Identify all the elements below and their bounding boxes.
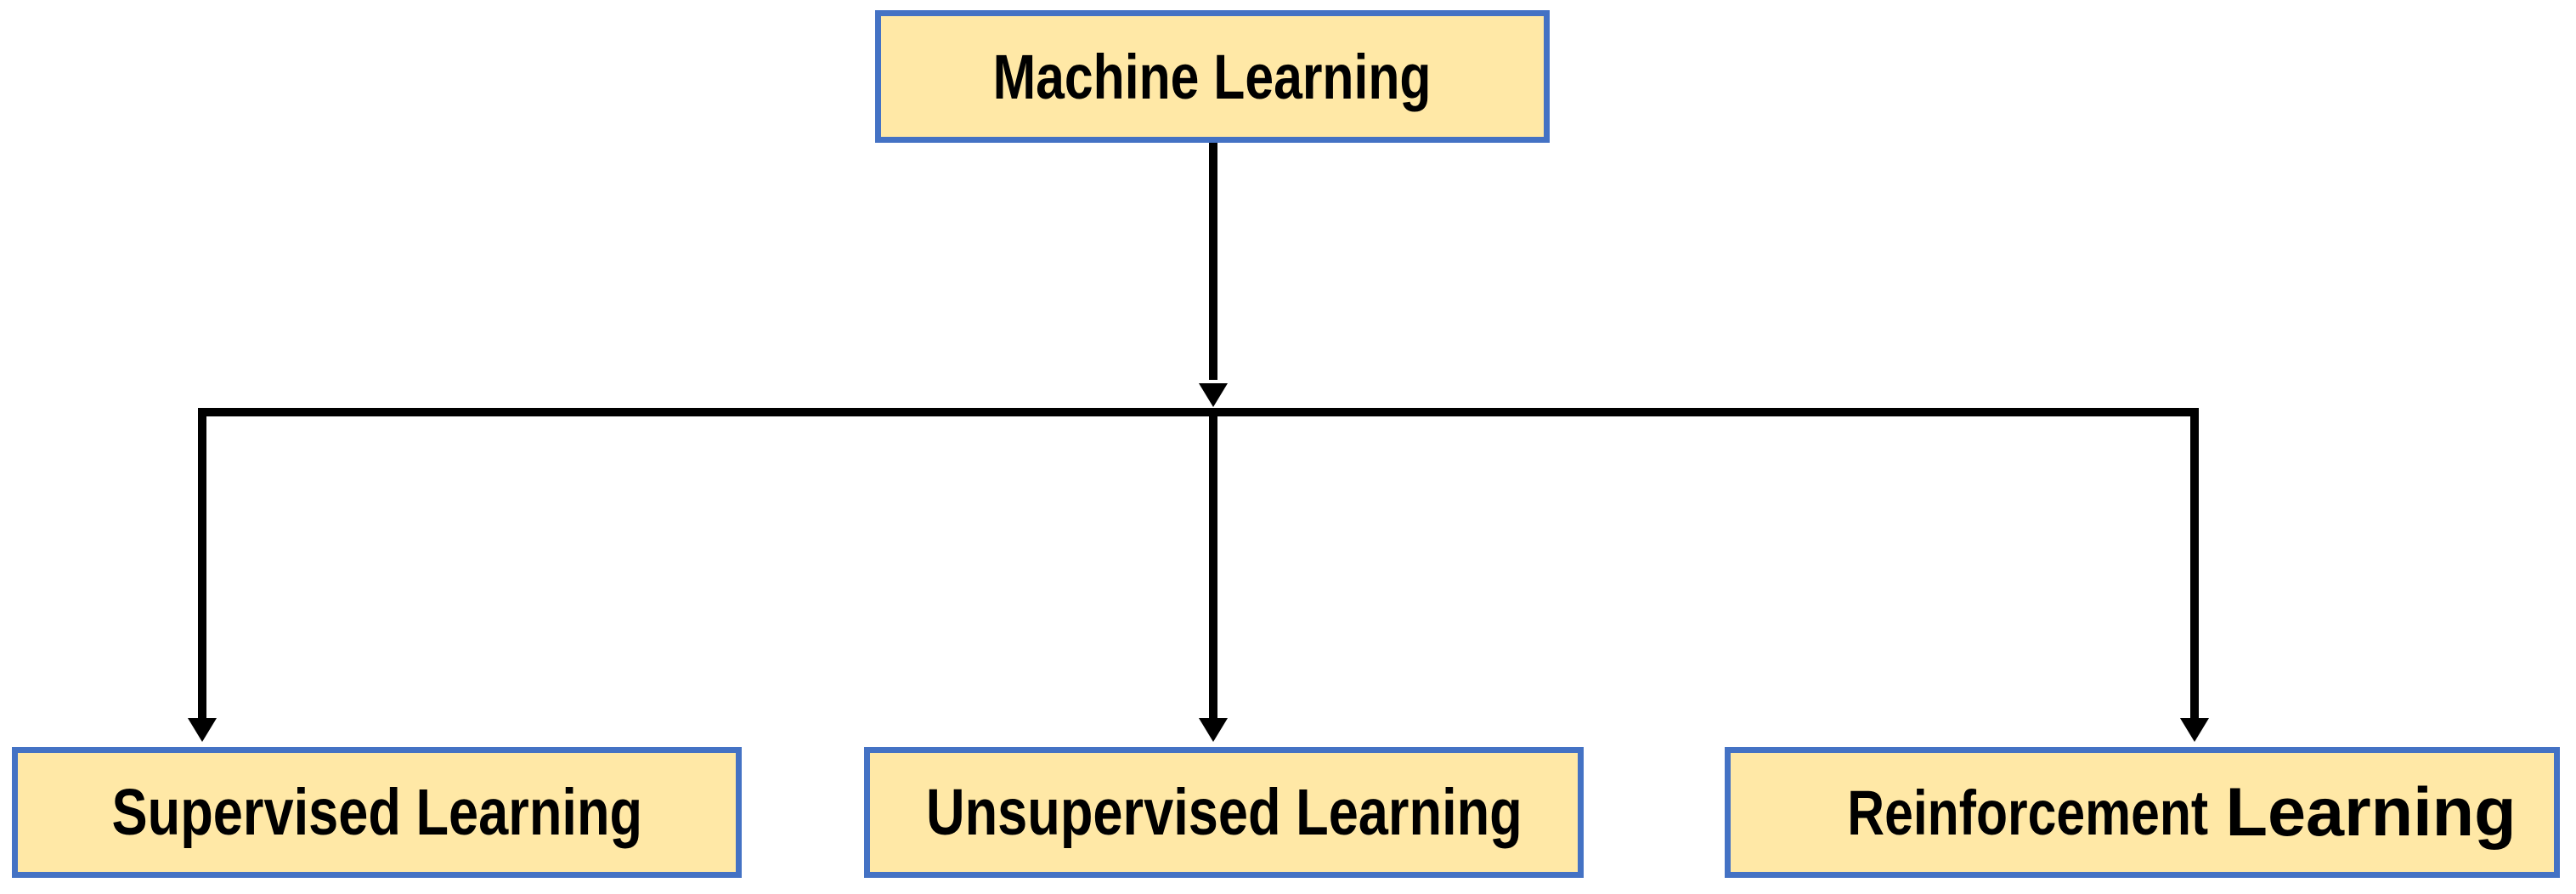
connector-branch-supervised xyxy=(198,408,206,718)
connector-branch-reinforcement xyxy=(2190,408,2199,718)
node-unsupervised-learning-label: Unsupervised Learning xyxy=(925,775,1522,849)
node-supervised-learning-label: Supervised Learning xyxy=(111,775,642,849)
arrowhead-down-icon xyxy=(2180,718,2209,742)
connector-horizontal-bar xyxy=(198,408,2199,416)
connector-branch-unsupervised xyxy=(1209,416,1217,718)
connector-root-stem xyxy=(1209,143,1217,380)
node-reinforcement-learning-label-word1: Reinforcement xyxy=(1847,777,2209,848)
arrowhead-down-icon xyxy=(188,718,217,742)
node-reinforcement-learning-label-word2: Learning xyxy=(2225,773,2517,851)
arrowhead-down-icon xyxy=(1199,718,1228,742)
node-supervised-learning: Supervised Learning xyxy=(12,747,742,878)
node-reinforcement-learning: Reinforcement Learning xyxy=(1725,747,2560,878)
arrowhead-down-icon xyxy=(1199,383,1228,407)
node-machine-learning-label: Machine Learning xyxy=(993,41,1432,112)
node-unsupervised-learning: Unsupervised Learning xyxy=(864,747,1584,878)
node-machine-learning: Machine Learning xyxy=(875,10,1550,143)
